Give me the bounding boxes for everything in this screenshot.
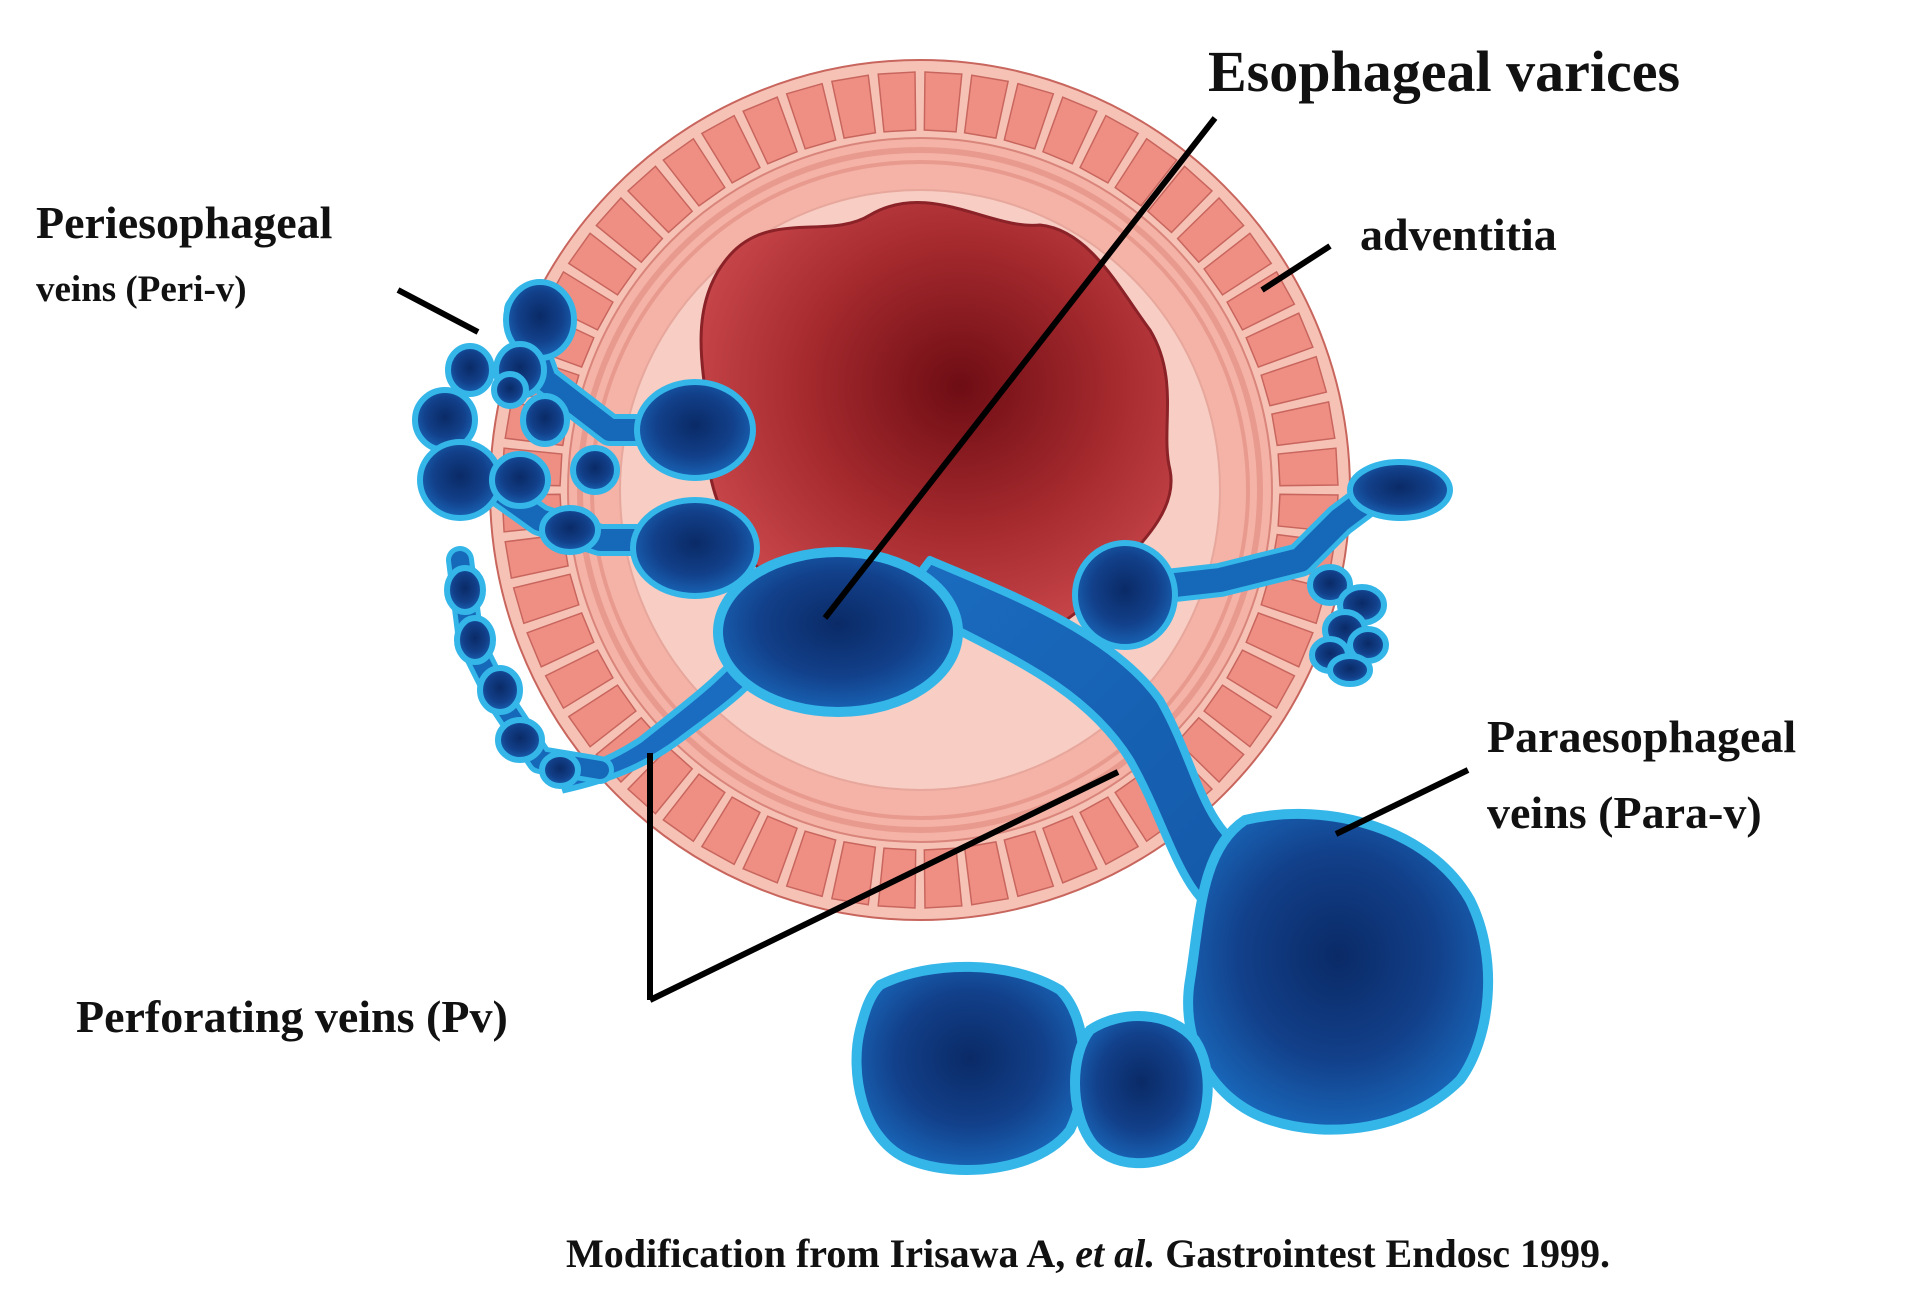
perforating-branch: [556, 625, 784, 794]
muscle-block: [1146, 165, 1214, 234]
muscle-block: [785, 830, 837, 898]
muscle-block: [567, 232, 637, 296]
muscle-block: [1245, 612, 1314, 668]
muscle-block: [1260, 355, 1328, 407]
muscle-block: [1003, 830, 1055, 898]
label-periesophageal-line2: veins (Peri-v): [36, 269, 247, 310]
leader-lines: [396, 116, 1470, 1003]
muscle-block: [742, 96, 798, 165]
muscle-block: [830, 74, 877, 139]
peri-vein: [477, 665, 523, 715]
peri-vein: [539, 505, 601, 555]
peri-vein: [489, 451, 551, 509]
muscle-block: [1277, 447, 1339, 487]
citation-prefix: Modification from Irisawa A,: [566, 1231, 1076, 1276]
muscle-block: [1003, 82, 1055, 150]
muscle-block: [1203, 684, 1273, 748]
leader-adventitia: [1260, 243, 1332, 293]
paraesophageal-vein-small-2: [1070, 1011, 1213, 1169]
label-adventitia: adventitia: [1360, 209, 1557, 260]
muscle-block: [595, 196, 664, 264]
label-paraesophageal-line2: veins (Para-v): [1487, 787, 1762, 838]
right-peri-vein-small: [1327, 653, 1373, 687]
muscle-block: [567, 684, 637, 748]
citation-suffix: Gastrointest Endosc 1999.: [1155, 1231, 1611, 1276]
muscle-block: [662, 137, 726, 207]
muscle-block: [1226, 270, 1296, 331]
leader-paraesophageal: [1334, 767, 1470, 837]
muscle-block: [1042, 96, 1098, 165]
muscle-block: [1079, 796, 1140, 866]
muscle-block: [1114, 137, 1178, 207]
muscle-block: [662, 773, 726, 843]
periesophageal-veins: [412, 279, 760, 789]
muscle-block: [700, 796, 761, 866]
muscle-block: [1203, 232, 1273, 296]
muscle-block: [785, 82, 837, 150]
peri-vein: [539, 751, 581, 789]
muscle-block: [1245, 312, 1314, 368]
label-periesophageal-line1: Periesophageal: [36, 197, 333, 248]
peri-vein: [417, 439, 503, 521]
submucosal-vein-left-lower: [630, 497, 760, 599]
leader-perforating-2: [648, 769, 1120, 1003]
paraesophageal-vein-small-1: [851, 961, 1089, 1175]
muscle-block: [700, 114, 761, 184]
peri-vein: [495, 717, 545, 763]
label-perforating-veins: Perforating veins (Pv): [76, 991, 508, 1042]
citation-italic: et al.: [1075, 1231, 1156, 1276]
muscle-block: [544, 649, 614, 710]
right-peri-vein-small: [1307, 564, 1353, 606]
leader-periesophageal: [396, 287, 480, 335]
esophageal-varix: [713, 547, 963, 717]
label-esophageal-varices: Esophageal varices: [1208, 39, 1681, 104]
muscle-block: [742, 815, 798, 884]
peri-vein: [445, 343, 495, 397]
muscle-block: [1176, 196, 1245, 264]
muscle-block: [526, 612, 595, 668]
muscle-block: [877, 71, 917, 133]
label-paraesophageal-line1: Paraesophageal: [1487, 711, 1797, 762]
muscle-block: [830, 841, 877, 906]
peri-vein: [491, 371, 529, 409]
muscle-block: [512, 573, 580, 625]
muscle-layer: [501, 71, 1339, 909]
citation: Modification from Irisawa A, et al. Gast…: [566, 1230, 1610, 1277]
muscle-block: [923, 71, 963, 133]
muscle-block: [1042, 815, 1098, 884]
submucosal-vein-left-upper: [634, 379, 756, 481]
right-submucosal-veins: [1072, 459, 1453, 687]
right-vein-tube: [1118, 478, 1392, 602]
paraesophageal-vein-large: [1183, 809, 1494, 1135]
peri-vein: [570, 445, 620, 495]
muscle-block: [626, 165, 694, 234]
muscle-block: [1271, 400, 1336, 447]
peri-vein: [520, 393, 570, 447]
muscle-block: [1226, 649, 1296, 710]
peri-vein: [444, 565, 486, 615]
muscle-block: [963, 74, 1010, 139]
peri-vein: [454, 615, 496, 665]
right-peri-vein: [1347, 459, 1453, 521]
muscle-block: [544, 270, 614, 331]
muscle-block: [1079, 114, 1140, 184]
leader-esophageal-varices: [822, 116, 1218, 620]
right-submucosal-vein: [1072, 540, 1178, 650]
